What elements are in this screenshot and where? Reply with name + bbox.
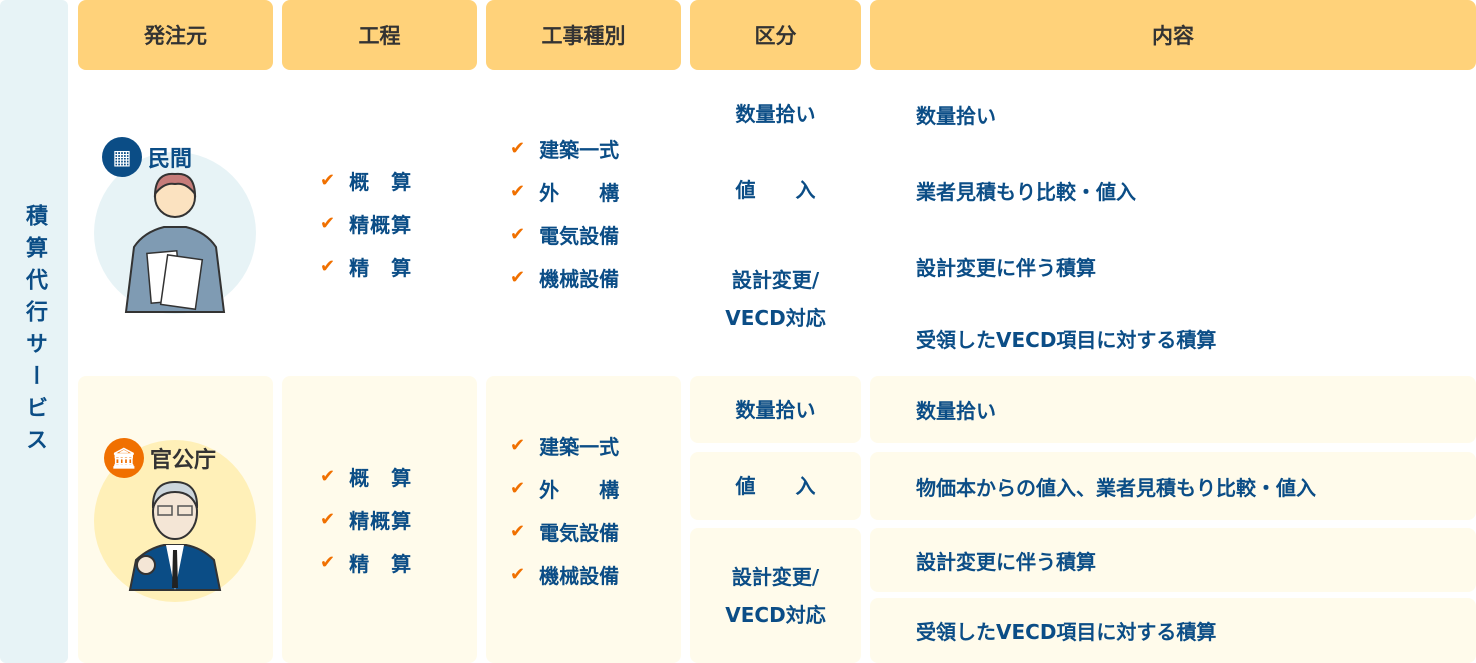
header-work-type: 工事種別 <box>486 0 681 70</box>
header-process: 工程 <box>282 0 477 70</box>
header-category: 区分 <box>690 0 861 70</box>
list-item: ✔ 精概算 <box>320 505 477 534</box>
list-item: ✔ 機械設備 <box>510 263 681 292</box>
content-cell: 業者見積もり比較・値入 <box>870 155 1476 225</box>
list-item: ✔ 建築一式 <box>510 134 681 163</box>
list-item: ✔ 外 構 <box>510 474 681 503</box>
item-label: 電気設備 <box>539 520 620 545</box>
category-cell: 設計変更/ VECD対応 <box>690 528 861 663</box>
check-icon: ✔ <box>510 181 526 202</box>
service-label-text: 積算代行サービス <box>22 203 47 460</box>
work-type-cell-private: ✔ 建築一式 ✔ 外 構 ✔ 電気設備 ✔ 機械設備 <box>486 79 681 367</box>
category-cell: 数量拾い <box>690 79 861 149</box>
client-cell-public: 🏛 官公庁 <box>78 376 273 663</box>
category-cell: 設計変更/ VECD対応 <box>690 231 861 367</box>
content-cell: 受領したVECD項目に対する積算 <box>870 598 1476 663</box>
check-icon: ✔ <box>510 434 526 456</box>
content-cell: 数量拾い <box>870 79 1476 149</box>
content-cell: 数量拾い <box>870 376 1476 443</box>
category-cell: 値 入 <box>690 155 861 225</box>
list-item: ✔ 精 算 <box>320 548 477 577</box>
item-label: 機械設備 <box>539 267 620 291</box>
client-badge-public: 🏛 官公庁 <box>104 438 216 478</box>
item-label: 建築一式 <box>539 434 620 459</box>
client-name: 官公庁 <box>150 448 217 473</box>
list-item: ✔ 外 構 <box>510 177 681 206</box>
item-label: 機械設備 <box>539 563 620 588</box>
item-label: 精 算 <box>349 255 413 280</box>
item-label: 電気設備 <box>539 224 620 248</box>
service-label: 積算代行サービス <box>0 0 68 663</box>
list-item: ✔ 精 算 <box>320 252 477 281</box>
check-icon: ✔ <box>320 509 336 530</box>
item-label: 外 構 <box>539 181 620 205</box>
item-label: 精概算 <box>349 509 413 533</box>
category-cell: 値 入 <box>690 452 861 520</box>
content-cell: 受領したVECD項目に対する積算 <box>870 303 1476 373</box>
work-type-cell-public: ✔ 建築一式 ✔ 外 構 ✔ 電気設備 ✔ 機械設備 <box>486 376 681 663</box>
list-item: ✔ 電気設備 <box>510 517 681 546</box>
list-item: ✔ 概 算 <box>320 166 477 195</box>
businessman-illustration <box>94 152 256 314</box>
item-label: 精概算 <box>349 212 413 237</box>
content-cell: 設計変更に伴う積算 <box>870 231 1476 301</box>
item-label: 概 算 <box>349 169 413 194</box>
client-cell-private: ▦ 民間 <box>78 79 273 367</box>
check-icon: ✔ <box>510 138 526 159</box>
list-item: ✔ 概 算 <box>320 462 477 491</box>
item-label: 建築一式 <box>539 138 620 162</box>
header-client: 発注元 <box>78 0 273 70</box>
check-icon: ✔ <box>320 212 336 234</box>
check-icon: ✔ <box>320 169 336 191</box>
building-icon: ▦ <box>102 137 142 177</box>
list-item: ✔ 電気設備 <box>510 220 681 249</box>
check-icon: ✔ <box>510 224 526 245</box>
item-label: 概 算 <box>349 466 413 490</box>
list-item: ✔ 建築一式 <box>510 431 681 460</box>
check-icon: ✔ <box>510 477 526 499</box>
check-icon: ✔ <box>510 520 526 542</box>
check-icon: ✔ <box>320 466 336 487</box>
check-icon: ✔ <box>320 552 336 573</box>
list-item: ✔ 精概算 <box>320 209 477 238</box>
header-content: 内容 <box>870 0 1476 70</box>
client-name: 民間 <box>148 147 193 172</box>
process-cell-private: ✔ 概 算 ✔ 精概算 ✔ 精 算 <box>282 79 477 367</box>
content-cell: 物価本からの値入、業者見積もり比較・値入 <box>870 452 1476 520</box>
check-icon: ✔ <box>510 267 526 288</box>
client-badge-private: ▦ 民間 <box>102 137 192 177</box>
category-cell: 数量拾い <box>690 376 861 443</box>
content-cell: 設計変更に伴う積算 <box>870 528 1476 592</box>
check-icon: ✔ <box>320 255 336 277</box>
check-icon: ✔ <box>510 563 526 585</box>
item-label: 外 構 <box>539 477 620 502</box>
item-label: 精 算 <box>349 552 413 576</box>
list-item: ✔ 機械設備 <box>510 560 681 589</box>
official-illustration <box>94 440 256 602</box>
process-cell-public: ✔ 概 算 ✔ 精概算 ✔ 精 算 <box>282 376 477 663</box>
government-building-icon: 🏛 <box>104 438 144 478</box>
